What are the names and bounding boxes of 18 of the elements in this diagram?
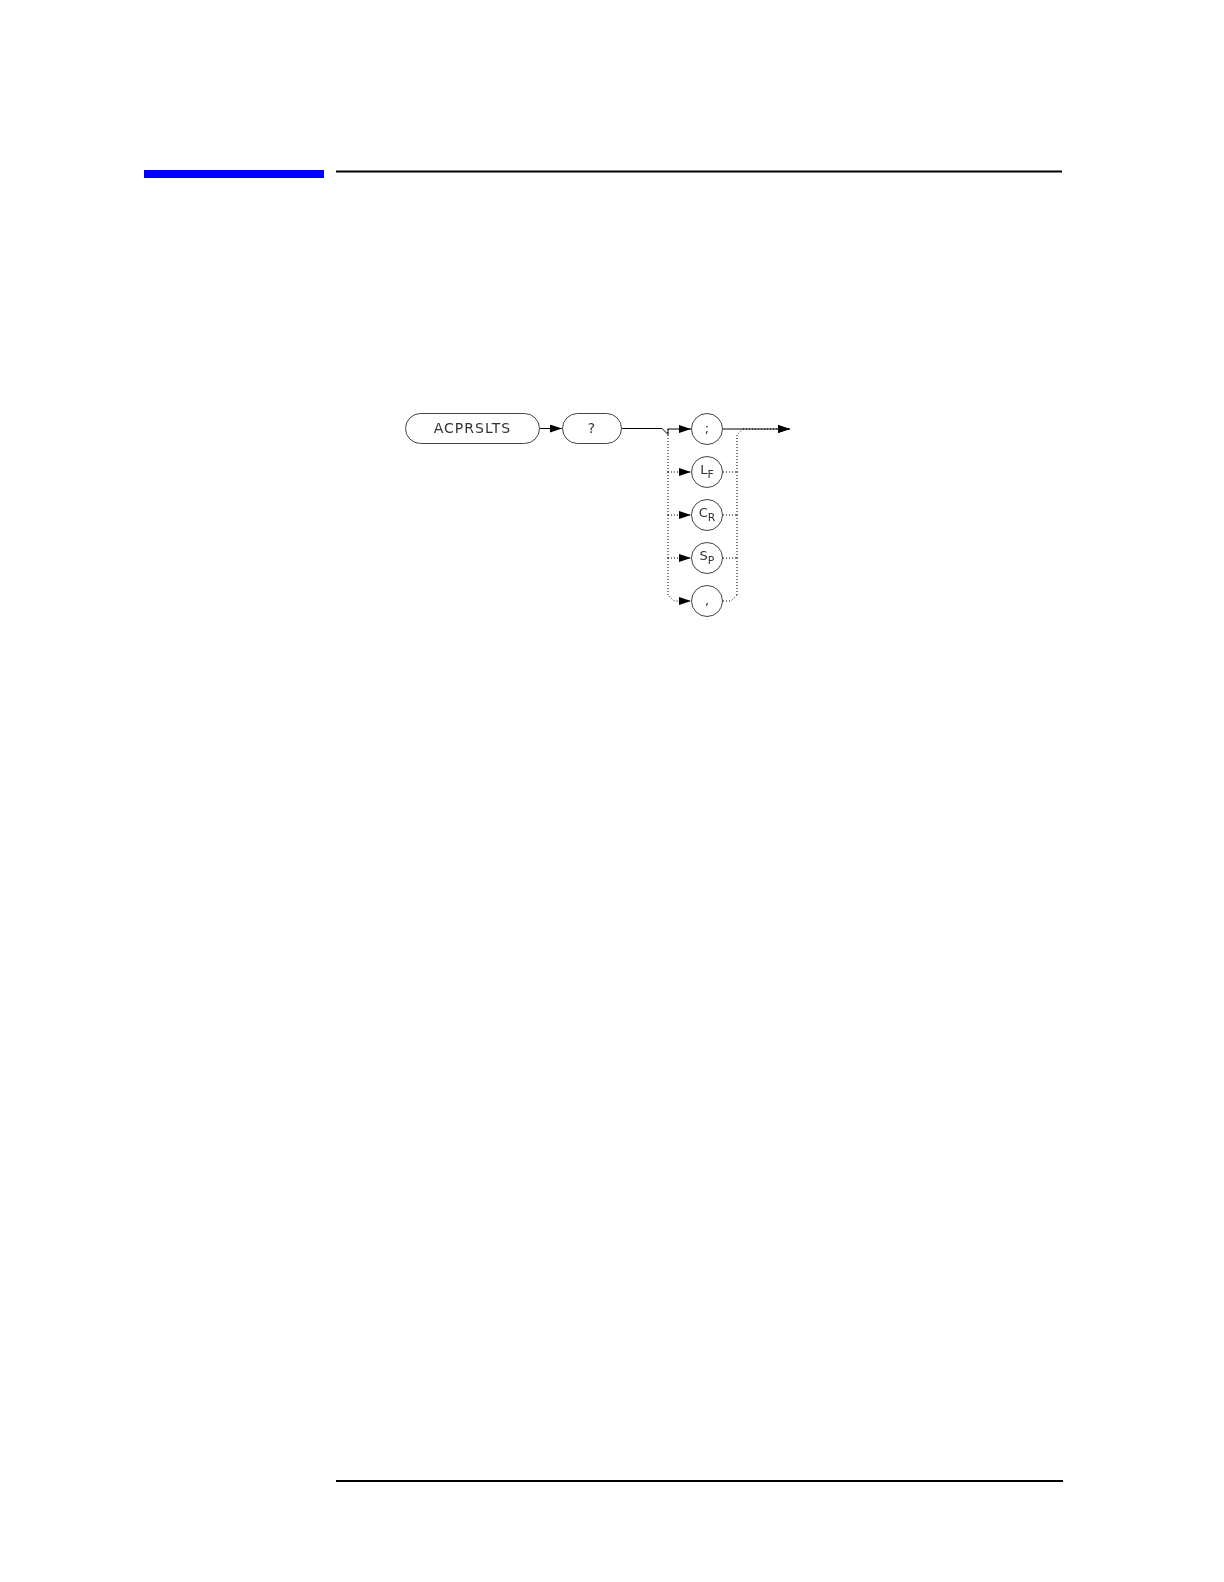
dotted-line [667, 471, 669, 516]
dotted-line [736, 557, 738, 596]
dotted-line [736, 471, 738, 516]
dotted-arrow [667, 557, 692, 605]
terminator-circle: S$_{P}$ [691, 542, 723, 574]
dotted-line [667, 514, 669, 559]
terminator-circle: , [691, 585, 723, 617]
line [661, 428, 669, 435]
command-keyword-pill: ACPRSLTS [405, 413, 540, 444]
line [621, 428, 663, 429]
query-mark-pill: ? [562, 413, 622, 444]
terminator-circle: ; [691, 413, 723, 445]
terminator-circle: C$_{R}$ [691, 499, 723, 531]
terminator-circle: L$_{F}$ [691, 456, 723, 488]
arrow [667, 425, 692, 433]
dotted-line [736, 514, 738, 559]
arrow [722, 425, 791, 433]
arrow [539, 424, 563, 433]
